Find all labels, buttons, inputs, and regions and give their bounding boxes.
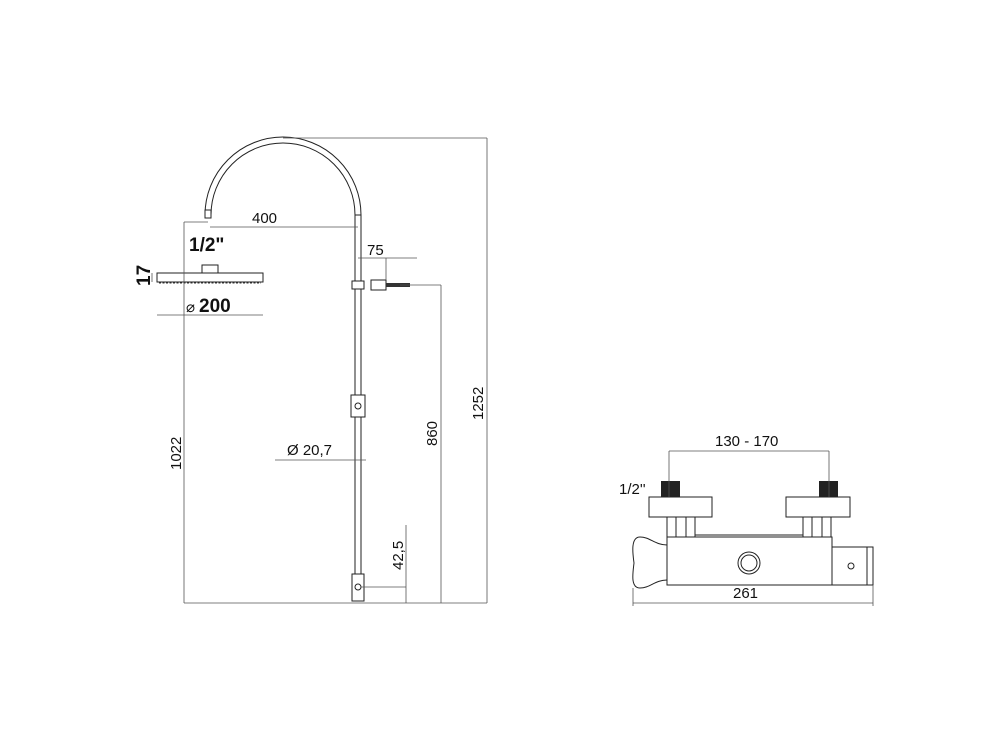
right-inlet	[785, 481, 851, 538]
arm-reach-label: 400	[252, 210, 277, 227]
head-thickness-label: 17	[134, 265, 155, 286]
head-height-label: 1022	[168, 437, 185, 470]
thermostatic-valve: 130 - 170 1/2'' 261	[619, 433, 874, 606]
bottom-offset-label: 42,5	[390, 541, 407, 570]
outlet-offset-label: 75	[367, 242, 384, 259]
valve-button	[737, 551, 761, 575]
inlet-thread-label: 1/2''	[619, 481, 646, 498]
inlet-spacing-label: 130 - 170	[715, 433, 778, 450]
slide-bracket	[350, 394, 366, 418]
valve-dimension-lines	[632, 450, 874, 606]
hand-shower-outlet	[351, 279, 410, 291]
diameter-symbol: ⌀	[186, 299, 195, 316]
pipe-diameter-label: Ø 20,7	[287, 442, 332, 459]
shower-head	[156, 264, 264, 284]
valve-handle	[632, 536, 668, 589]
valve-end-cap	[831, 546, 874, 586]
outlet-height-label: 860	[424, 421, 441, 446]
head-diameter-label: 200	[199, 296, 231, 317]
left-inlet	[648, 481, 713, 538]
dimension-lines	[151, 137, 488, 604]
shower-arm	[204, 136, 362, 216]
arm-nozzle	[204, 209, 212, 219]
valve-body	[666, 536, 833, 586]
wall-bracket	[351, 573, 365, 602]
shower-column: 400 1/2" 17 ⌀ 200 75 1022 860 1252 Ø 20,…	[134, 136, 488, 604]
valve-width-label: 261	[733, 585, 758, 602]
head-connection-label: 1/2"	[189, 235, 224, 256]
total-height-label: 1252	[470, 387, 487, 420]
